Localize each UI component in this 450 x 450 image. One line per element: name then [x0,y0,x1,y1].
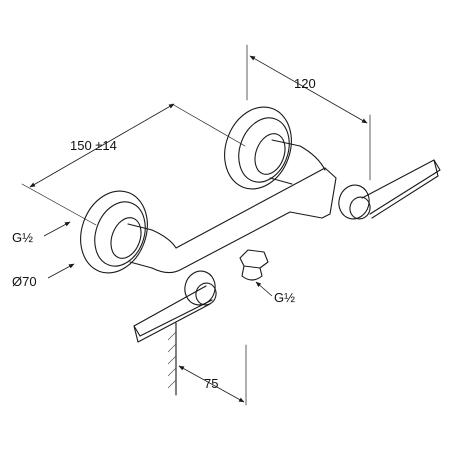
handle-right [338,159,441,220]
valve-body [127,139,337,281]
rosette-left [80,190,148,274]
callout-rosette-diameter: Ø70 [12,263,75,289]
callout-label-outlet-thread: G½ [274,290,295,305]
dimension-150: 150 ±14 [21,103,246,226]
callout-label-inlet-thread: G½ [12,230,33,245]
handle-left [133,270,217,343]
dimension-label-120: 120 [294,76,316,91]
dimension-label-75: 75 [204,376,218,391]
dimension-label-150: 150 ±14 [70,138,117,153]
dimension-120: 120 [246,44,371,181]
callout-outlet-thread: G½ [255,281,295,305]
dimension-75: 75 [178,344,247,406]
rosette-right [224,106,292,190]
callout-label-rosette-diameter: Ø70 [12,274,37,289]
callout-inlet-thread: G½ [12,221,71,245]
wall-section [167,322,177,396]
